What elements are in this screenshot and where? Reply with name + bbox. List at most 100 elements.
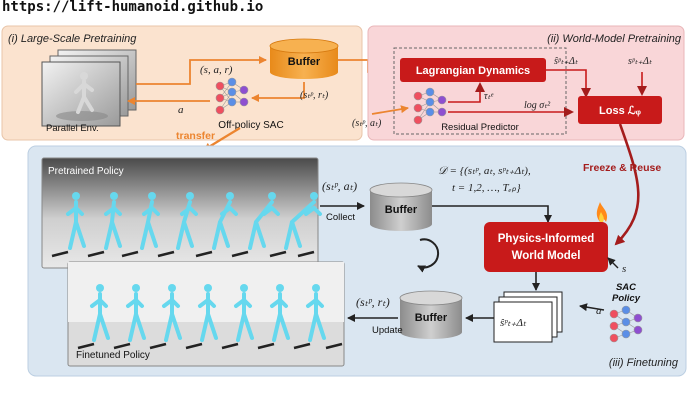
loss-box bbox=[578, 96, 662, 124]
panel-world-model-title: (ii) World-Model Pretraining bbox=[547, 33, 682, 45]
wm-input-label: (sₜᵖ, aₜ) bbox=[352, 118, 382, 129]
collect-label: Collect bbox=[326, 212, 355, 223]
pretrained-policy-image bbox=[41, 157, 322, 269]
robot-figure bbox=[212, 200, 238, 250]
loop-arrow-icon bbox=[417, 238, 440, 273]
shat-label: ŝᵖₜ₊Δₜ bbox=[554, 56, 579, 67]
arrow-shat-to-loss bbox=[546, 69, 591, 98]
robot-head bbox=[204, 284, 212, 292]
robot-figure bbox=[284, 200, 322, 250]
s-label: s bbox=[622, 263, 626, 275]
robot-figure bbox=[176, 200, 198, 250]
sac-label: Off-policy SAC bbox=[218, 120, 283, 131]
pretrained-policy-label: Pretrained Policy bbox=[48, 166, 124, 177]
finetuned-policy-image bbox=[67, 261, 345, 367]
foot-plate bbox=[113, 342, 131, 350]
robot-head bbox=[186, 192, 194, 200]
parallel-env-image bbox=[41, 49, 137, 127]
update-tuple-label: (sₜᵖ, rₜ) bbox=[356, 295, 390, 309]
foot-plate bbox=[157, 250, 175, 258]
log-sigma-label: log σₜ² bbox=[524, 100, 551, 111]
arrow-tau bbox=[448, 82, 485, 103]
foot-plate bbox=[77, 342, 95, 350]
robot-figure bbox=[66, 200, 86, 250]
robot-figure bbox=[90, 292, 110, 342]
world-model-label-2: World Model bbox=[512, 250, 581, 262]
robot-figure bbox=[306, 292, 326, 342]
robot-head bbox=[240, 284, 248, 292]
tau-label: τₜᵉ bbox=[484, 91, 494, 102]
prediction-stack bbox=[493, 291, 563, 343]
arrow-s-to-world-model bbox=[607, 257, 619, 269]
dataset-line2: t = 1,2, …, Tₑₚ} bbox=[452, 182, 521, 194]
panel-pretraining-title: (i) Large-Scale Pretraining bbox=[8, 33, 137, 45]
arrow-input-to-residual bbox=[371, 105, 409, 115]
arrow-env-to-buffer bbox=[136, 56, 267, 85]
world-model-label-1: Physics-Informed bbox=[498, 233, 595, 245]
arrow-buffer-to-world-model bbox=[432, 205, 552, 223]
panel-finetuning-title: (iii) Finetuning bbox=[609, 357, 679, 369]
robot-figure bbox=[162, 292, 182, 342]
collect-tuple-label: (sₜᵖ, aₜ) bbox=[322, 179, 357, 193]
robot-head bbox=[132, 284, 140, 292]
action-label: a bbox=[178, 104, 184, 116]
robot-head bbox=[168, 284, 176, 292]
residual-predictor-icon bbox=[413, 87, 447, 125]
lagrangian-dynamics-box bbox=[400, 58, 546, 82]
state-reward-label: (sₜᵖ, rₜ) bbox=[300, 90, 329, 101]
robot-head bbox=[72, 192, 80, 200]
foot-plate bbox=[185, 342, 203, 350]
sar-label: (s, a, r) bbox=[200, 64, 233, 76]
robot-figure bbox=[198, 292, 218, 342]
arrow-a-to-predictions bbox=[579, 303, 605, 312]
residual-group-dashed bbox=[393, 47, 567, 135]
foot-plate bbox=[121, 250, 139, 258]
foot-plate bbox=[297, 250, 315, 258]
foot-plate bbox=[257, 342, 275, 350]
robot-head bbox=[310, 192, 318, 200]
world-model-box bbox=[484, 222, 608, 272]
buffer-finetune-top-label: Buffer bbox=[385, 204, 418, 216]
loss-label: Loss ℒᵩ bbox=[599, 105, 642, 117]
foot-plate bbox=[269, 250, 287, 258]
robot-head bbox=[110, 192, 118, 200]
foot-plate bbox=[221, 342, 239, 350]
project-url[interactable]: https://lift-humanoid.github.io bbox=[2, 0, 263, 15]
foot-plate bbox=[149, 342, 167, 350]
a-label: a bbox=[596, 305, 602, 317]
s-next-label: sᵖₜ₊Δₜ bbox=[628, 56, 653, 67]
robot-figure bbox=[248, 200, 280, 250]
buffer-finetune-bottom-label: Buffer bbox=[415, 312, 448, 324]
robot-figure bbox=[126, 292, 146, 342]
update-label: Update bbox=[372, 325, 403, 336]
transfer-label: transfer bbox=[176, 130, 215, 142]
prediction-stack-label: ŝᵖₜ₊Δₜ bbox=[500, 317, 527, 329]
buffer-pretraining-label: Buffer bbox=[288, 56, 321, 68]
robot-head bbox=[226, 192, 234, 200]
foot-plate bbox=[293, 342, 311, 350]
robot-figure bbox=[104, 200, 122, 250]
robot-figure bbox=[234, 292, 254, 342]
foot-plate bbox=[325, 342, 343, 350]
arrow-buffer-to-sac bbox=[251, 82, 305, 102]
foot-plate bbox=[231, 250, 249, 258]
foot-plate bbox=[87, 250, 105, 258]
robot-head bbox=[96, 284, 104, 292]
fire-icon bbox=[596, 202, 608, 222]
robot-figure bbox=[140, 200, 160, 250]
robot-head bbox=[268, 192, 276, 200]
buffer-finetune-top bbox=[369, 182, 433, 231]
sac-network-icon bbox=[215, 77, 249, 115]
foot-plate bbox=[51, 250, 69, 258]
buffer-finetune-bottom bbox=[399, 290, 463, 339]
residual-predictor-label: Residual Predictor bbox=[441, 122, 519, 133]
dataset-line1: 𝒟 = {(sₜᵖ, aₜ, sᵖₜ₊Δₜ), bbox=[438, 165, 531, 177]
sac-policy-label-2: Policy bbox=[612, 293, 641, 304]
robot-head bbox=[312, 284, 320, 292]
robot-figure bbox=[270, 292, 290, 342]
parallel-env-label: Parallel Env. bbox=[46, 123, 99, 134]
robot-head bbox=[276, 284, 284, 292]
robot-head bbox=[148, 192, 156, 200]
buffer-pretraining bbox=[269, 38, 339, 79]
